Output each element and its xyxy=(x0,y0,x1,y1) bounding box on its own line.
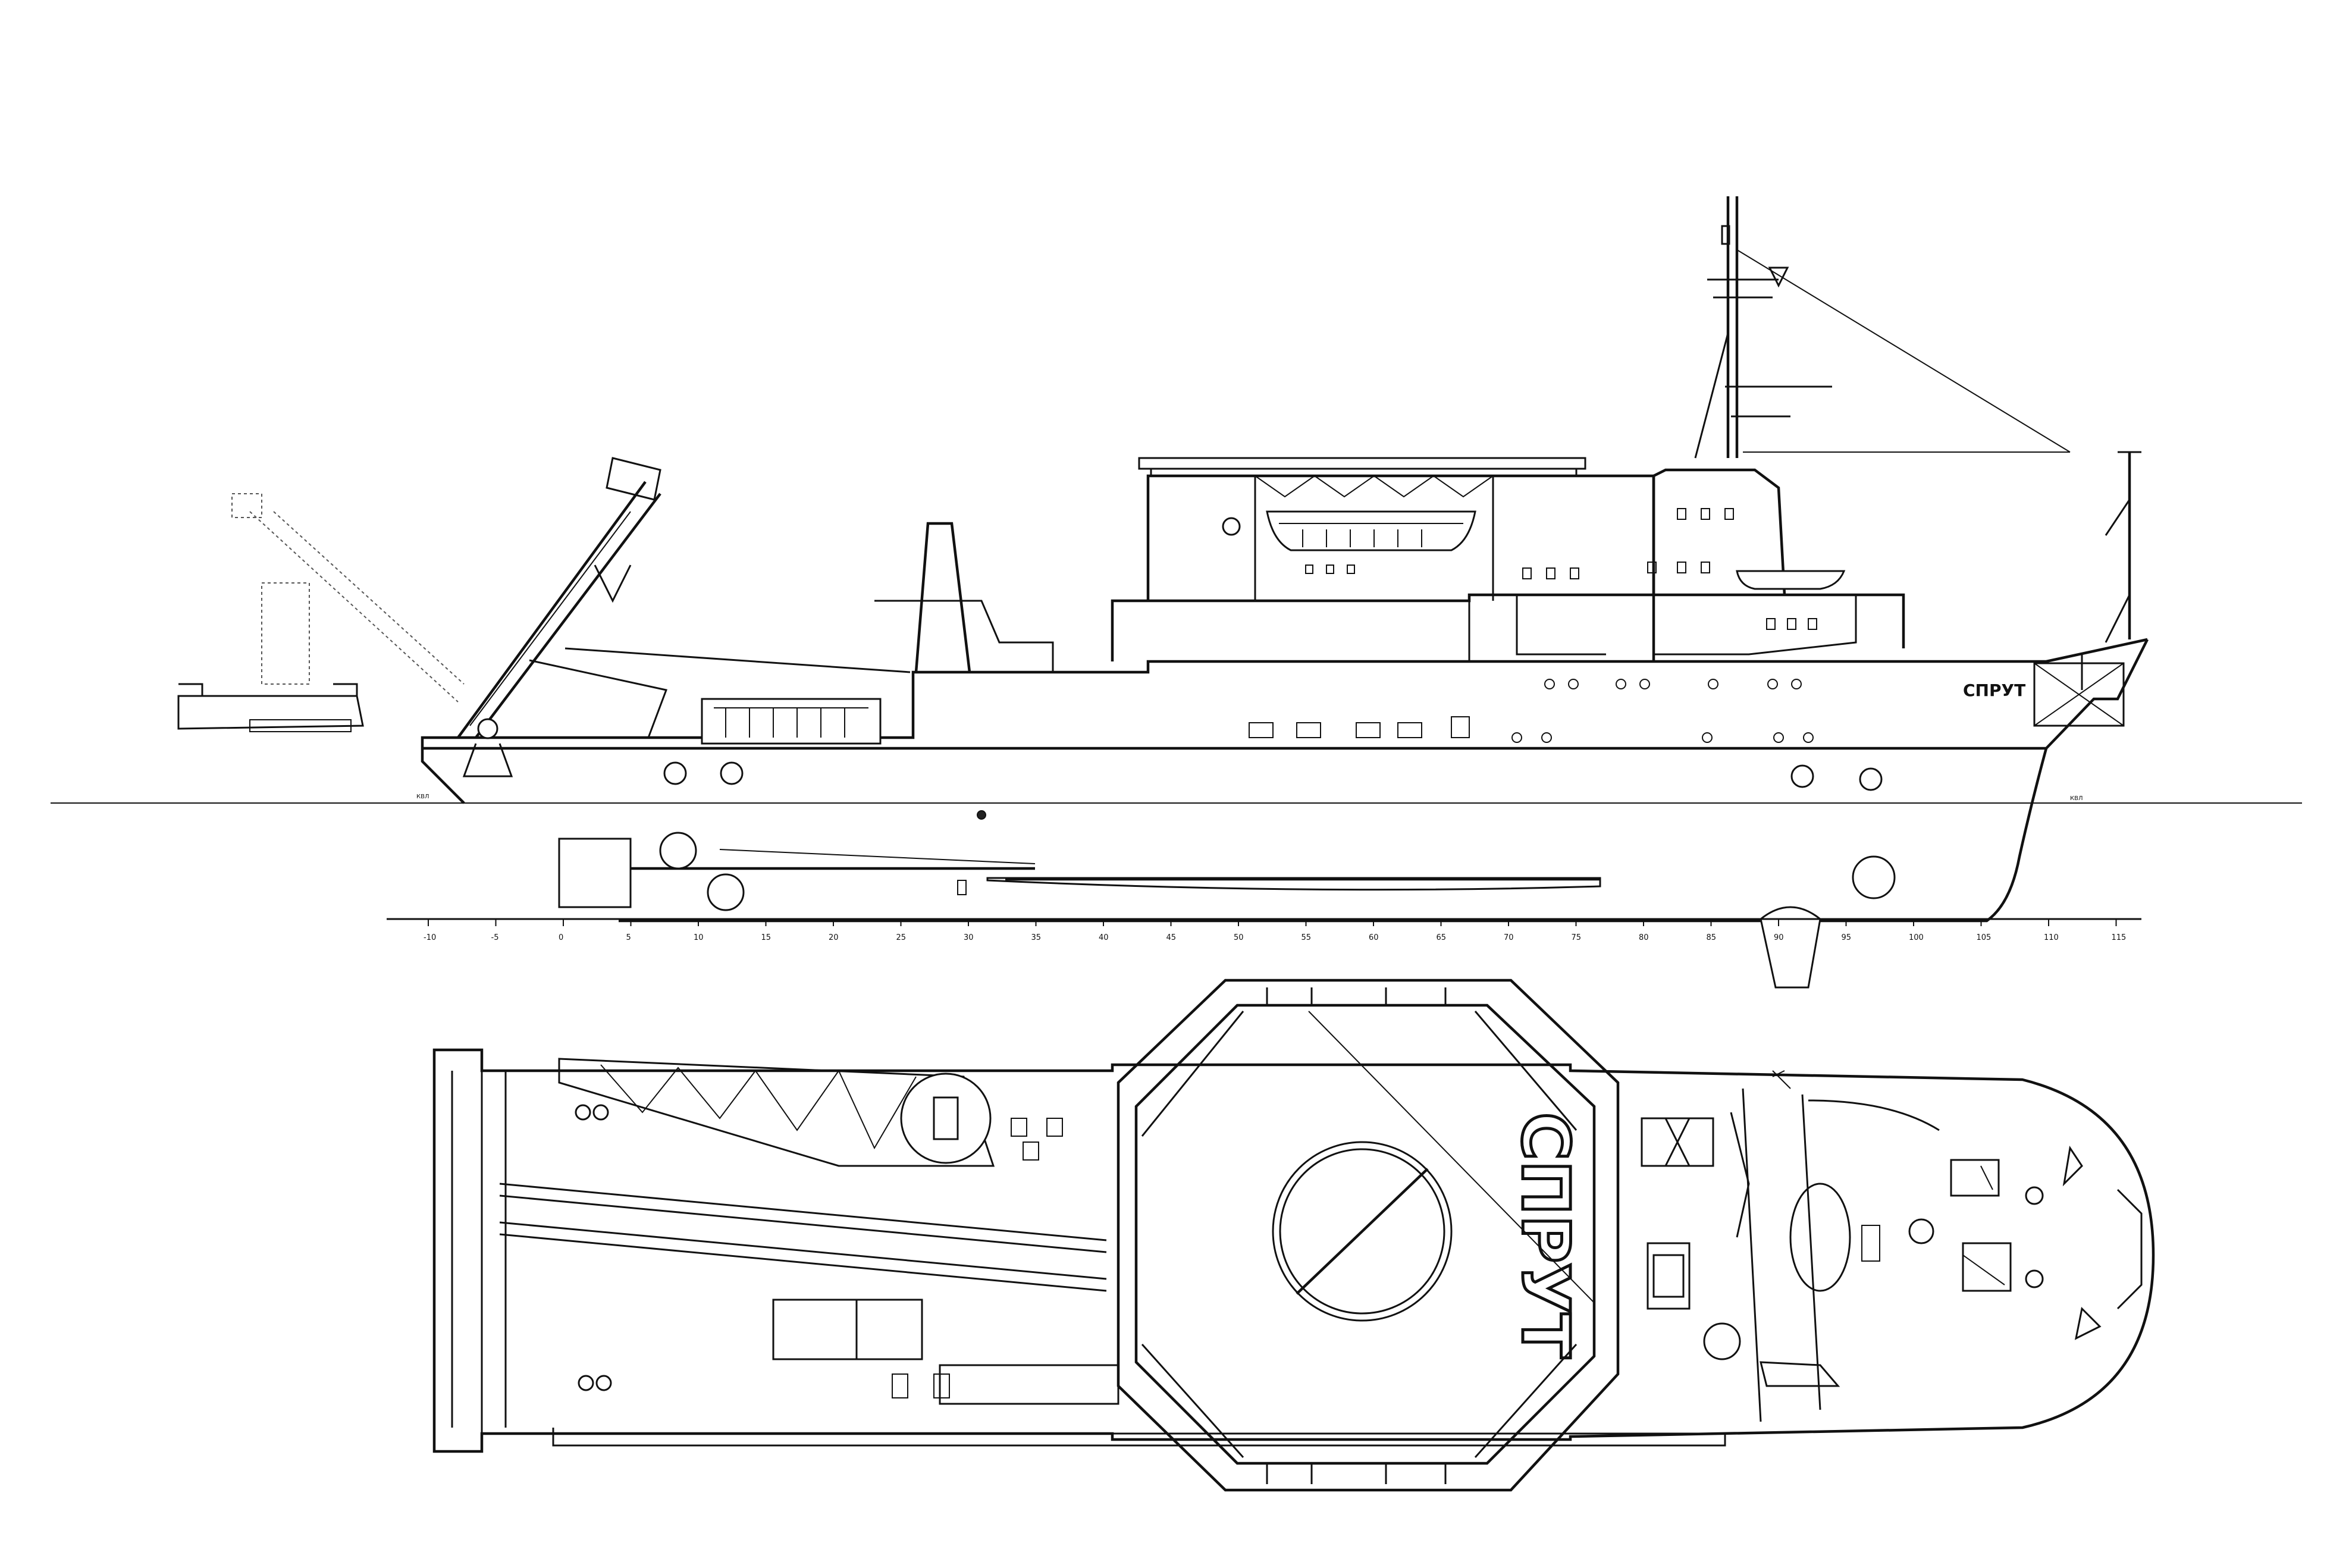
frame-scale-label: 10 xyxy=(694,933,704,942)
frame-scale-label: 15 xyxy=(761,933,772,942)
plan-helideck: СПРУТ xyxy=(1117,979,1620,1492)
bow-anchor-rig xyxy=(2033,654,2125,727)
keel-line xyxy=(617,863,1773,923)
hangar-frame xyxy=(1254,476,1494,601)
plan-crane-cab xyxy=(933,1096,959,1140)
plan-bollards xyxy=(575,1104,1063,1398)
frame-scale-label: 85 xyxy=(1707,933,1717,942)
frame-scale-label: 40 xyxy=(1099,933,1109,942)
frame-scale-label: 80 xyxy=(1639,933,1649,942)
side-profile-view: КВЛ КВЛ xyxy=(51,196,2302,989)
vessel-name-plan: СПРУТ xyxy=(1507,1112,1583,1358)
forward-azimuth-unit xyxy=(1760,906,1821,989)
frame-scale-label: 75 xyxy=(1572,933,1582,942)
frame-scale-label: 50 xyxy=(1234,933,1244,942)
lifeboat-detail xyxy=(1279,523,1463,547)
plan-crane-truss-web xyxy=(600,1064,917,1150)
plan-aft-deck-edge xyxy=(481,1071,507,1434)
deck-container xyxy=(701,698,882,745)
life-rings xyxy=(663,761,1883,791)
deck-container-detail xyxy=(714,707,868,738)
bow-thruster xyxy=(1852,855,1896,899)
windows xyxy=(1305,508,1817,630)
frame-scale-label: -5 xyxy=(491,933,499,942)
main-deck xyxy=(421,638,2148,748)
portholes xyxy=(1511,679,1814,743)
stern-a-frame-crane xyxy=(457,457,911,777)
frame-scale-label: 0 xyxy=(559,933,563,942)
bilge-keel xyxy=(986,877,1601,891)
emblem-icon xyxy=(1222,517,1241,536)
plan-side-rail xyxy=(552,1428,1726,1447)
plan-hatch-cover-2 xyxy=(939,1364,1119,1405)
frame-scale-label: 90 xyxy=(1774,933,1784,942)
plan-crane-rails xyxy=(499,1183,1107,1292)
frame-scale-label: -10 xyxy=(424,933,436,942)
derrick-crane xyxy=(874,522,1054,673)
frame-scale-label: 115 xyxy=(2112,933,2127,942)
propeller-aft xyxy=(659,832,697,870)
helideck-trusses xyxy=(1255,475,1494,498)
hull-chine-line xyxy=(719,849,1036,864)
waterline-mark-left: КВЛ xyxy=(416,794,429,800)
plan-stern-transom xyxy=(433,1050,453,1451)
hull-hatches xyxy=(1249,716,1470,738)
vessel-name-side: СПРУТ xyxy=(1963,680,2025,700)
propeller-aft-2 xyxy=(707,873,745,911)
hull-sonar-mark xyxy=(957,880,967,895)
deckhouse-divisions xyxy=(1468,595,1606,660)
forecastle-house xyxy=(1654,595,1857,656)
frame-scale-label: 70 xyxy=(1504,933,1514,942)
main-mast xyxy=(1694,196,2071,459)
waterline-mark-right: КВЛ xyxy=(2070,795,2083,802)
helideck xyxy=(1138,457,1586,470)
deckhouse-lower xyxy=(1111,593,1905,661)
frame-scale-label: 100 xyxy=(1909,933,1924,942)
frame-scale-label: 5 xyxy=(626,933,631,942)
frame-scale-label: 25 xyxy=(896,933,907,942)
rescue-boat xyxy=(1736,570,1846,590)
bridge-house xyxy=(1652,468,1786,660)
plan-forward-deck xyxy=(1641,1070,2143,1422)
foremast xyxy=(2105,451,2141,643)
frame-scale-label: 105 xyxy=(1977,933,1992,942)
submersible-vehicle xyxy=(177,683,364,732)
hull-outline xyxy=(421,638,2149,923)
waterline-marker xyxy=(977,810,986,820)
frame-scale-label: 95 xyxy=(1842,933,1852,942)
frame-scale-label: 30 xyxy=(964,933,974,942)
plan-view: СПРУТ xyxy=(432,979,2155,1492)
frame-scale-label: 65 xyxy=(1437,933,1447,942)
frame-scale-label: 60 xyxy=(1369,933,1379,942)
stern-drive-unit xyxy=(558,838,632,908)
plan-crane-slew xyxy=(900,1072,992,1164)
lifeboat xyxy=(1266,510,1476,551)
helideck-supports xyxy=(1150,469,1578,476)
crane-extended-outline xyxy=(231,493,465,703)
frame-scale: -10 -5 0 5 10 15 20 25 30 35 40 45 50 55 60 65 70 75 80 85 9… xyxy=(424,919,2126,942)
frame-scale-label: 35 xyxy=(1031,933,1042,942)
frame-scale-label: 110 xyxy=(2044,933,2059,942)
plan-hull-outline xyxy=(432,1048,2155,1453)
frame-scale-label: 20 xyxy=(829,933,839,942)
plan-hatch-cover xyxy=(772,1299,923,1360)
plan-crane-truss xyxy=(558,1058,995,1167)
frame-scale-label: 45 xyxy=(1166,933,1177,942)
frame-scale-label: 55 xyxy=(1302,933,1312,942)
